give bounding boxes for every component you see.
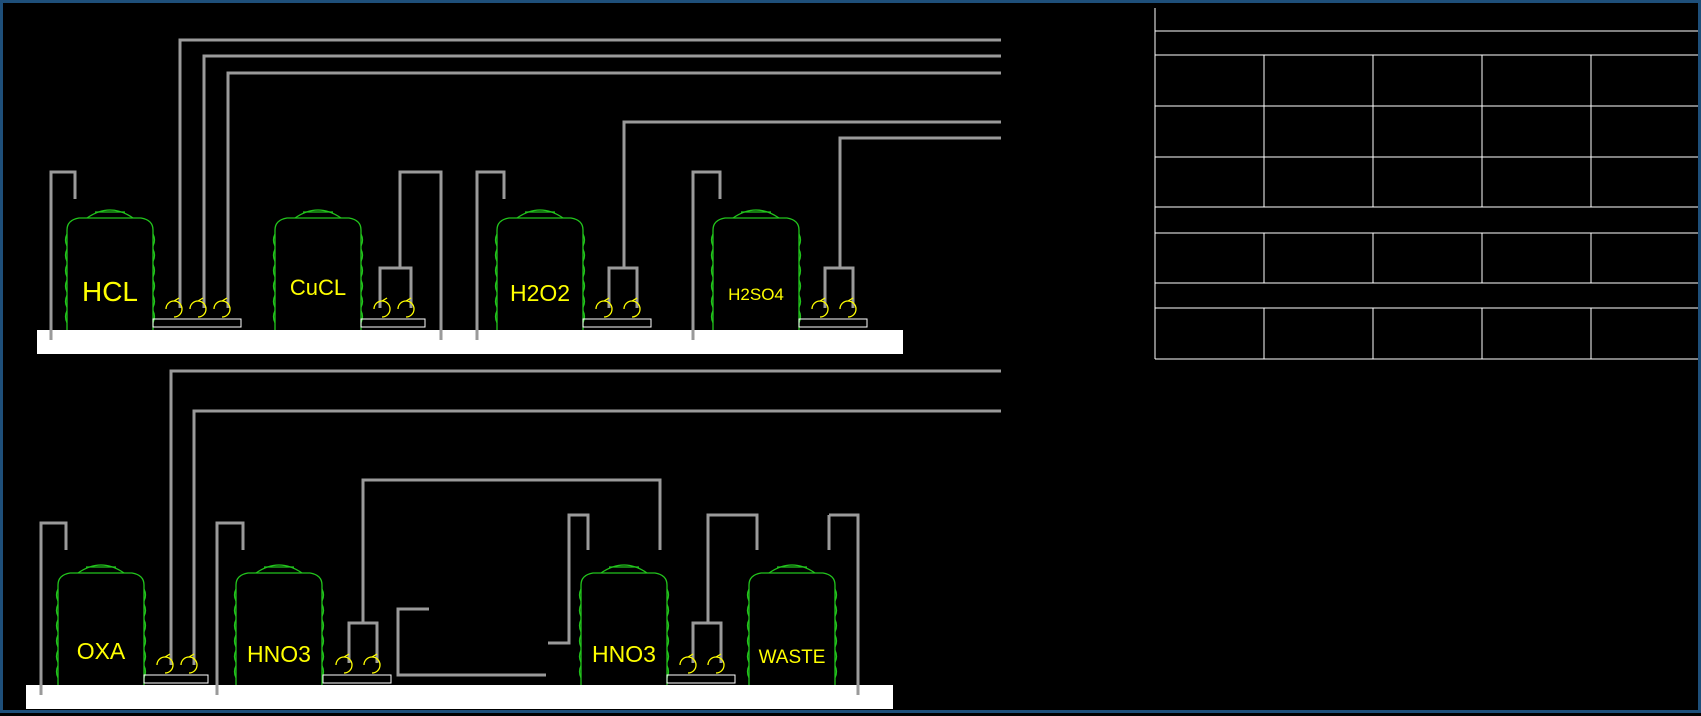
pump-skid	[143, 674, 209, 684]
tank-label: H2SO4	[728, 285, 784, 304]
top-row-piping	[49, 38, 1001, 340]
pipe-line	[226, 71, 1001, 308]
pump-icon	[397, 297, 415, 318]
storage-tank-icon	[746, 564, 838, 685]
vent-pipe	[829, 513, 860, 695]
vent-pipe	[215, 521, 245, 695]
pump-manifold	[347, 621, 379, 663]
tank-label: HNO3	[592, 641, 656, 667]
tank-label: WASTE	[759, 647, 826, 668]
tank-label: H2O2	[510, 280, 570, 306]
top-platform	[37, 330, 903, 354]
tank-label: HNO3	[247, 641, 311, 667]
storage-tank-icon	[272, 209, 364, 330]
pump-icon	[156, 653, 174, 674]
pump-icon	[335, 653, 353, 674]
pump-icon	[679, 653, 697, 674]
storage-tank-icon	[710, 209, 802, 330]
bottom-platform	[26, 685, 893, 709]
pump-icon	[707, 653, 725, 674]
pipe-line	[622, 120, 1001, 268]
pipe-line	[398, 170, 443, 340]
pump-skid	[582, 318, 652, 328]
pump-manifold	[607, 266, 639, 308]
vent-pipe	[49, 170, 77, 340]
title-block-table	[1154, 8, 1698, 360]
vent-pipe	[39, 521, 68, 695]
storage-tank-icon	[55, 564, 147, 685]
pump-icon	[623, 297, 641, 318]
pump-skid	[798, 318, 868, 328]
tank-label: HCL	[82, 276, 138, 307]
pipe-line	[192, 409, 1001, 665]
pump-skid	[322, 674, 392, 684]
vent-pipe	[548, 513, 590, 645]
pump-manifold	[691, 621, 723, 663]
pump-icon	[213, 297, 231, 318]
pipe-line	[361, 478, 662, 623]
pump-manifold	[378, 266, 413, 308]
storage-tank-icon	[494, 209, 586, 330]
pump-skid	[666, 674, 736, 684]
pump-manifold	[823, 266, 855, 308]
bottom-row-piping	[39, 369, 1001, 695]
pump-skid	[152, 318, 242, 328]
pipe-line	[178, 38, 1001, 308]
pump-icon	[180, 653, 198, 674]
pipe-line	[706, 513, 759, 623]
storage-tank-icon	[64, 209, 156, 330]
pump-icon	[189, 297, 207, 318]
vent-pipe	[475, 170, 506, 340]
storage-tank-icon	[233, 564, 325, 685]
pipe-line	[396, 607, 546, 677]
pump-icon	[165, 297, 183, 318]
pipe-line	[838, 136, 1001, 268]
pump-icon	[811, 297, 829, 318]
pump-icon	[363, 653, 381, 674]
pump-skid	[360, 318, 426, 328]
tank-label: OXA	[77, 638, 126, 664]
pump-icon	[373, 297, 391, 318]
pumps-layer	[143, 297, 868, 684]
pipe-line	[202, 54, 1001, 308]
storage-tank-icon	[578, 564, 670, 685]
pipe-line	[169, 369, 1001, 665]
tank-label: CuCL	[290, 275, 346, 300]
pump-icon	[839, 297, 857, 318]
vent-pipe	[691, 170, 722, 340]
pump-icon	[595, 297, 613, 318]
